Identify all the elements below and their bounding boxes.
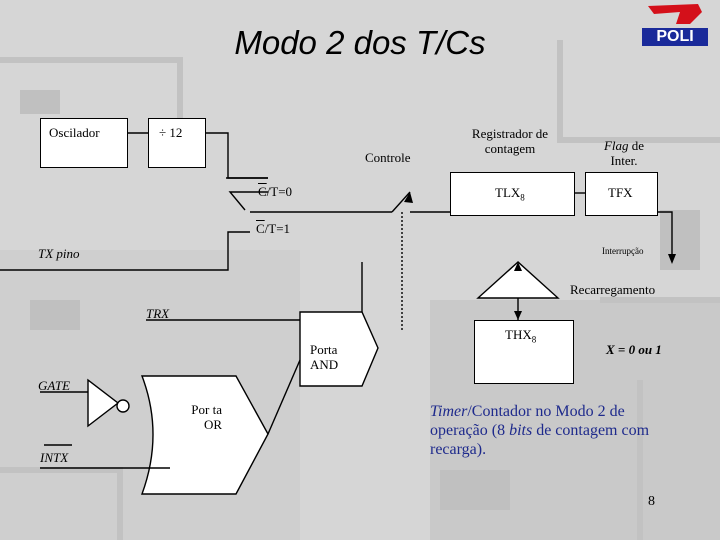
flag-label: Flag de Inter.	[596, 138, 652, 168]
ct1-bar-text: C	[256, 221, 265, 236]
page-number: 8	[648, 494, 655, 509]
ct0-label: C/T=0	[258, 184, 292, 199]
ct1-label: C/T=1	[256, 221, 290, 236]
caption-part2: de contagem com recarga).	[430, 422, 650, 458]
thx-subscript: 8	[531, 334, 537, 345]
caption-part1: /Contador no Modo 2 de operação (8	[430, 403, 625, 439]
oscilador-box: Oscilador	[40, 118, 128, 168]
ct0-bar-text: C	[258, 184, 267, 199]
ct0-rest-text: /T=0	[266, 184, 293, 199]
thx-label: THX8	[505, 327, 536, 348]
caption-bits: bits	[509, 422, 533, 439]
recarregamento-label: Recarregamento	[570, 282, 656, 297]
trx-label: TRX	[146, 306, 170, 321]
tfx-label: TFX	[608, 185, 633, 200]
divider-box: ÷ 12	[148, 118, 206, 168]
oscilador-label: Oscilador	[49, 125, 100, 140]
registrador-label: Registrador de contagem	[471, 126, 549, 156]
poli-logo: POLI	[640, 2, 710, 48]
slide-caption: Timer/Contador no Modo 2 de operação (8 …	[430, 402, 660, 459]
tx-pino-label: TX pino	[38, 246, 80, 261]
tfx-flag-box: TFX	[585, 172, 658, 216]
logo-text: POLI	[656, 28, 694, 45]
porta-and-label: Porta AND	[310, 342, 339, 372]
ct1-rest-text: /T=1	[264, 221, 291, 236]
interrupcao-label: Interrupção	[602, 246, 644, 256]
tlx-text: TLX	[495, 185, 521, 200]
caption-timer: Timer	[430, 403, 468, 420]
flag-rest-text: de Inter.	[610, 138, 645, 168]
flag-italic-text: Flag	[603, 138, 629, 153]
divider-label: ÷ 12	[159, 125, 183, 140]
porta-or-label: Por ta OR	[191, 402, 222, 432]
gate-label: GATE	[38, 378, 71, 393]
thx-text: THX	[505, 327, 532, 342]
controle-label: Controle	[365, 150, 411, 165]
slide-title: Modo 2 dos T/Cs	[234, 24, 486, 61]
thx-register-box: THX8	[474, 320, 574, 384]
x-value-label: X = 0 ou 1	[606, 342, 662, 357]
tlx-register-box: TLX8	[450, 172, 575, 216]
tlx-subscript: 8	[520, 192, 525, 203]
intx-label: INTX	[40, 450, 69, 465]
tlx-label: TLX8	[495, 185, 525, 206]
